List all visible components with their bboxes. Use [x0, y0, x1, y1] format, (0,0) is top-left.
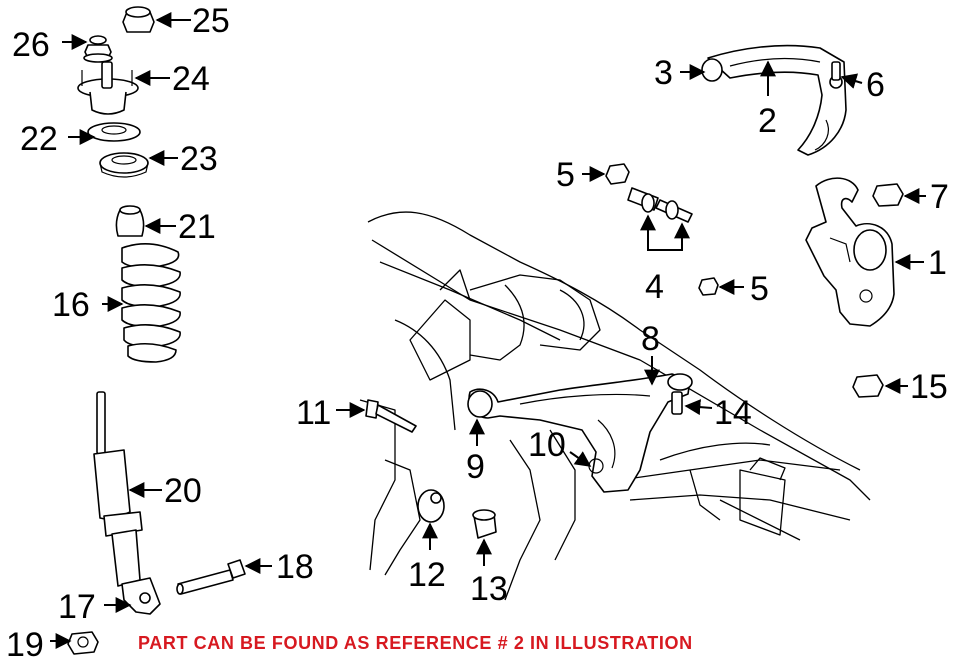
callout-17: 17 — [58, 588, 96, 626]
part-15-nut[interactable] — [852, 374, 884, 398]
part-8-lower-control-arm[interactable] — [467, 373, 693, 493]
part-16-coil-spring[interactable] — [121, 243, 181, 363]
callout-22: 22 — [20, 120, 58, 158]
callout-20: 20 — [164, 472, 202, 510]
callout-8: 8 — [641, 320, 660, 358]
callout-3: 3 — [654, 54, 673, 92]
callout-5-upper: 5 — [556, 156, 575, 194]
callout-7: 7 — [930, 178, 949, 216]
part-13-bushing[interactable] — [472, 509, 497, 539]
part-1-steering-knuckle[interactable] — [805, 177, 895, 327]
callout-24: 24 — [172, 60, 210, 98]
part-17-shock-clevis[interactable] — [121, 577, 161, 615]
frame-crossmember-illustration — [359, 211, 871, 601]
callout-11: 11 — [296, 394, 331, 432]
part-22-spring-isolator[interactable] — [87, 122, 141, 142]
callout-10: 10 — [528, 426, 566, 464]
part-11-bolt[interactable] — [365, 399, 417, 433]
leader-arrows — [50, 12, 926, 649]
callout-2: 2 — [758, 102, 777, 140]
callout-labels: 25 26 24 22 23 21 16 20 17 19 18 3 2 6 5… — [6, 2, 949, 663]
part-25-nut[interactable] — [122, 6, 155, 33]
callout-6: 6 — [866, 66, 885, 104]
part-26-flange-nut[interactable] — [83, 35, 113, 63]
callout-4: 4 — [645, 268, 664, 306]
callout-25: 25 — [192, 2, 230, 40]
callout-23: 23 — [180, 140, 218, 178]
part-4-cam-bolts[interactable] — [627, 187, 693, 223]
part-7-nut[interactable] — [872, 183, 904, 207]
part-19-nut[interactable] — [67, 631, 99, 655]
part-14-stud[interactable] — [671, 391, 683, 415]
part-18-bolt[interactable] — [176, 559, 246, 595]
callout-5-lower: 5 — [750, 270, 769, 308]
part-20-shock-absorber[interactable] — [93, 391, 143, 587]
callout-19: 19 — [6, 626, 44, 663]
callout-18: 18 — [276, 548, 314, 586]
part-5-nut-upper[interactable] — [605, 163, 630, 185]
reference-note: PART CAN BE FOUND AS REFERENCE # 2 IN IL… — [138, 633, 693, 653]
callout-14: 14 — [714, 394, 752, 432]
part-21-jounce-bumper[interactable] — [115, 205, 145, 237]
callout-1: 1 — [928, 244, 947, 282]
callout-9: 9 — [466, 448, 485, 486]
part-23-spring-seat[interactable] — [99, 152, 149, 178]
callout-21: 21 — [178, 208, 216, 246]
part-12-cam-washer[interactable] — [417, 489, 445, 523]
part-6-ball-joint-stud[interactable] — [831, 61, 841, 81]
part-24-strut-mount[interactable] — [77, 61, 139, 115]
callout-12: 12 — [408, 556, 446, 594]
callout-13: 13 — [470, 570, 508, 608]
part-5-nut-lower[interactable] — [698, 277, 719, 296]
callout-16: 16 — [52, 286, 90, 324]
callout-26: 26 — [12, 26, 50, 64]
callout-15: 15 — [910, 368, 948, 406]
